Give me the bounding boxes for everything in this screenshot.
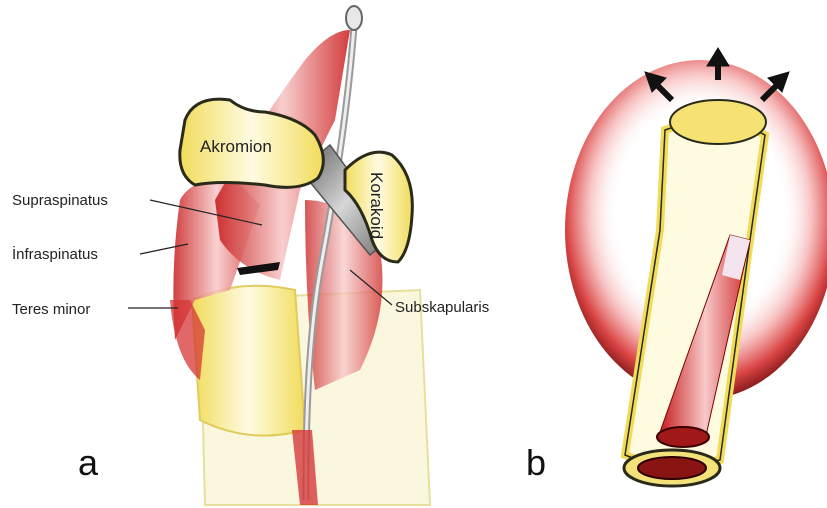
- label-teres-minor: Teres minor: [12, 301, 90, 318]
- label-infraspinatus: İnfraspinatus: [12, 245, 98, 263]
- humeral-head: [192, 286, 305, 436]
- label-akromion: Akromion: [200, 137, 272, 156]
- panel-label-a: a: [78, 442, 99, 483]
- panel-b-illustration: [565, 60, 827, 486]
- label-korakoid: Korakoid: [367, 172, 386, 239]
- panel-label-b: b: [526, 442, 546, 483]
- label-subskapularis: Subskapularis: [395, 299, 489, 316]
- label-supraspinatus: Supraspinatus: [12, 192, 108, 209]
- inner-muscle-cut-end: [657, 427, 709, 447]
- panel-a-illustration: [170, 6, 430, 505]
- biceps-tendon-top: [346, 6, 362, 30]
- humeral-head-top: [670, 100, 766, 144]
